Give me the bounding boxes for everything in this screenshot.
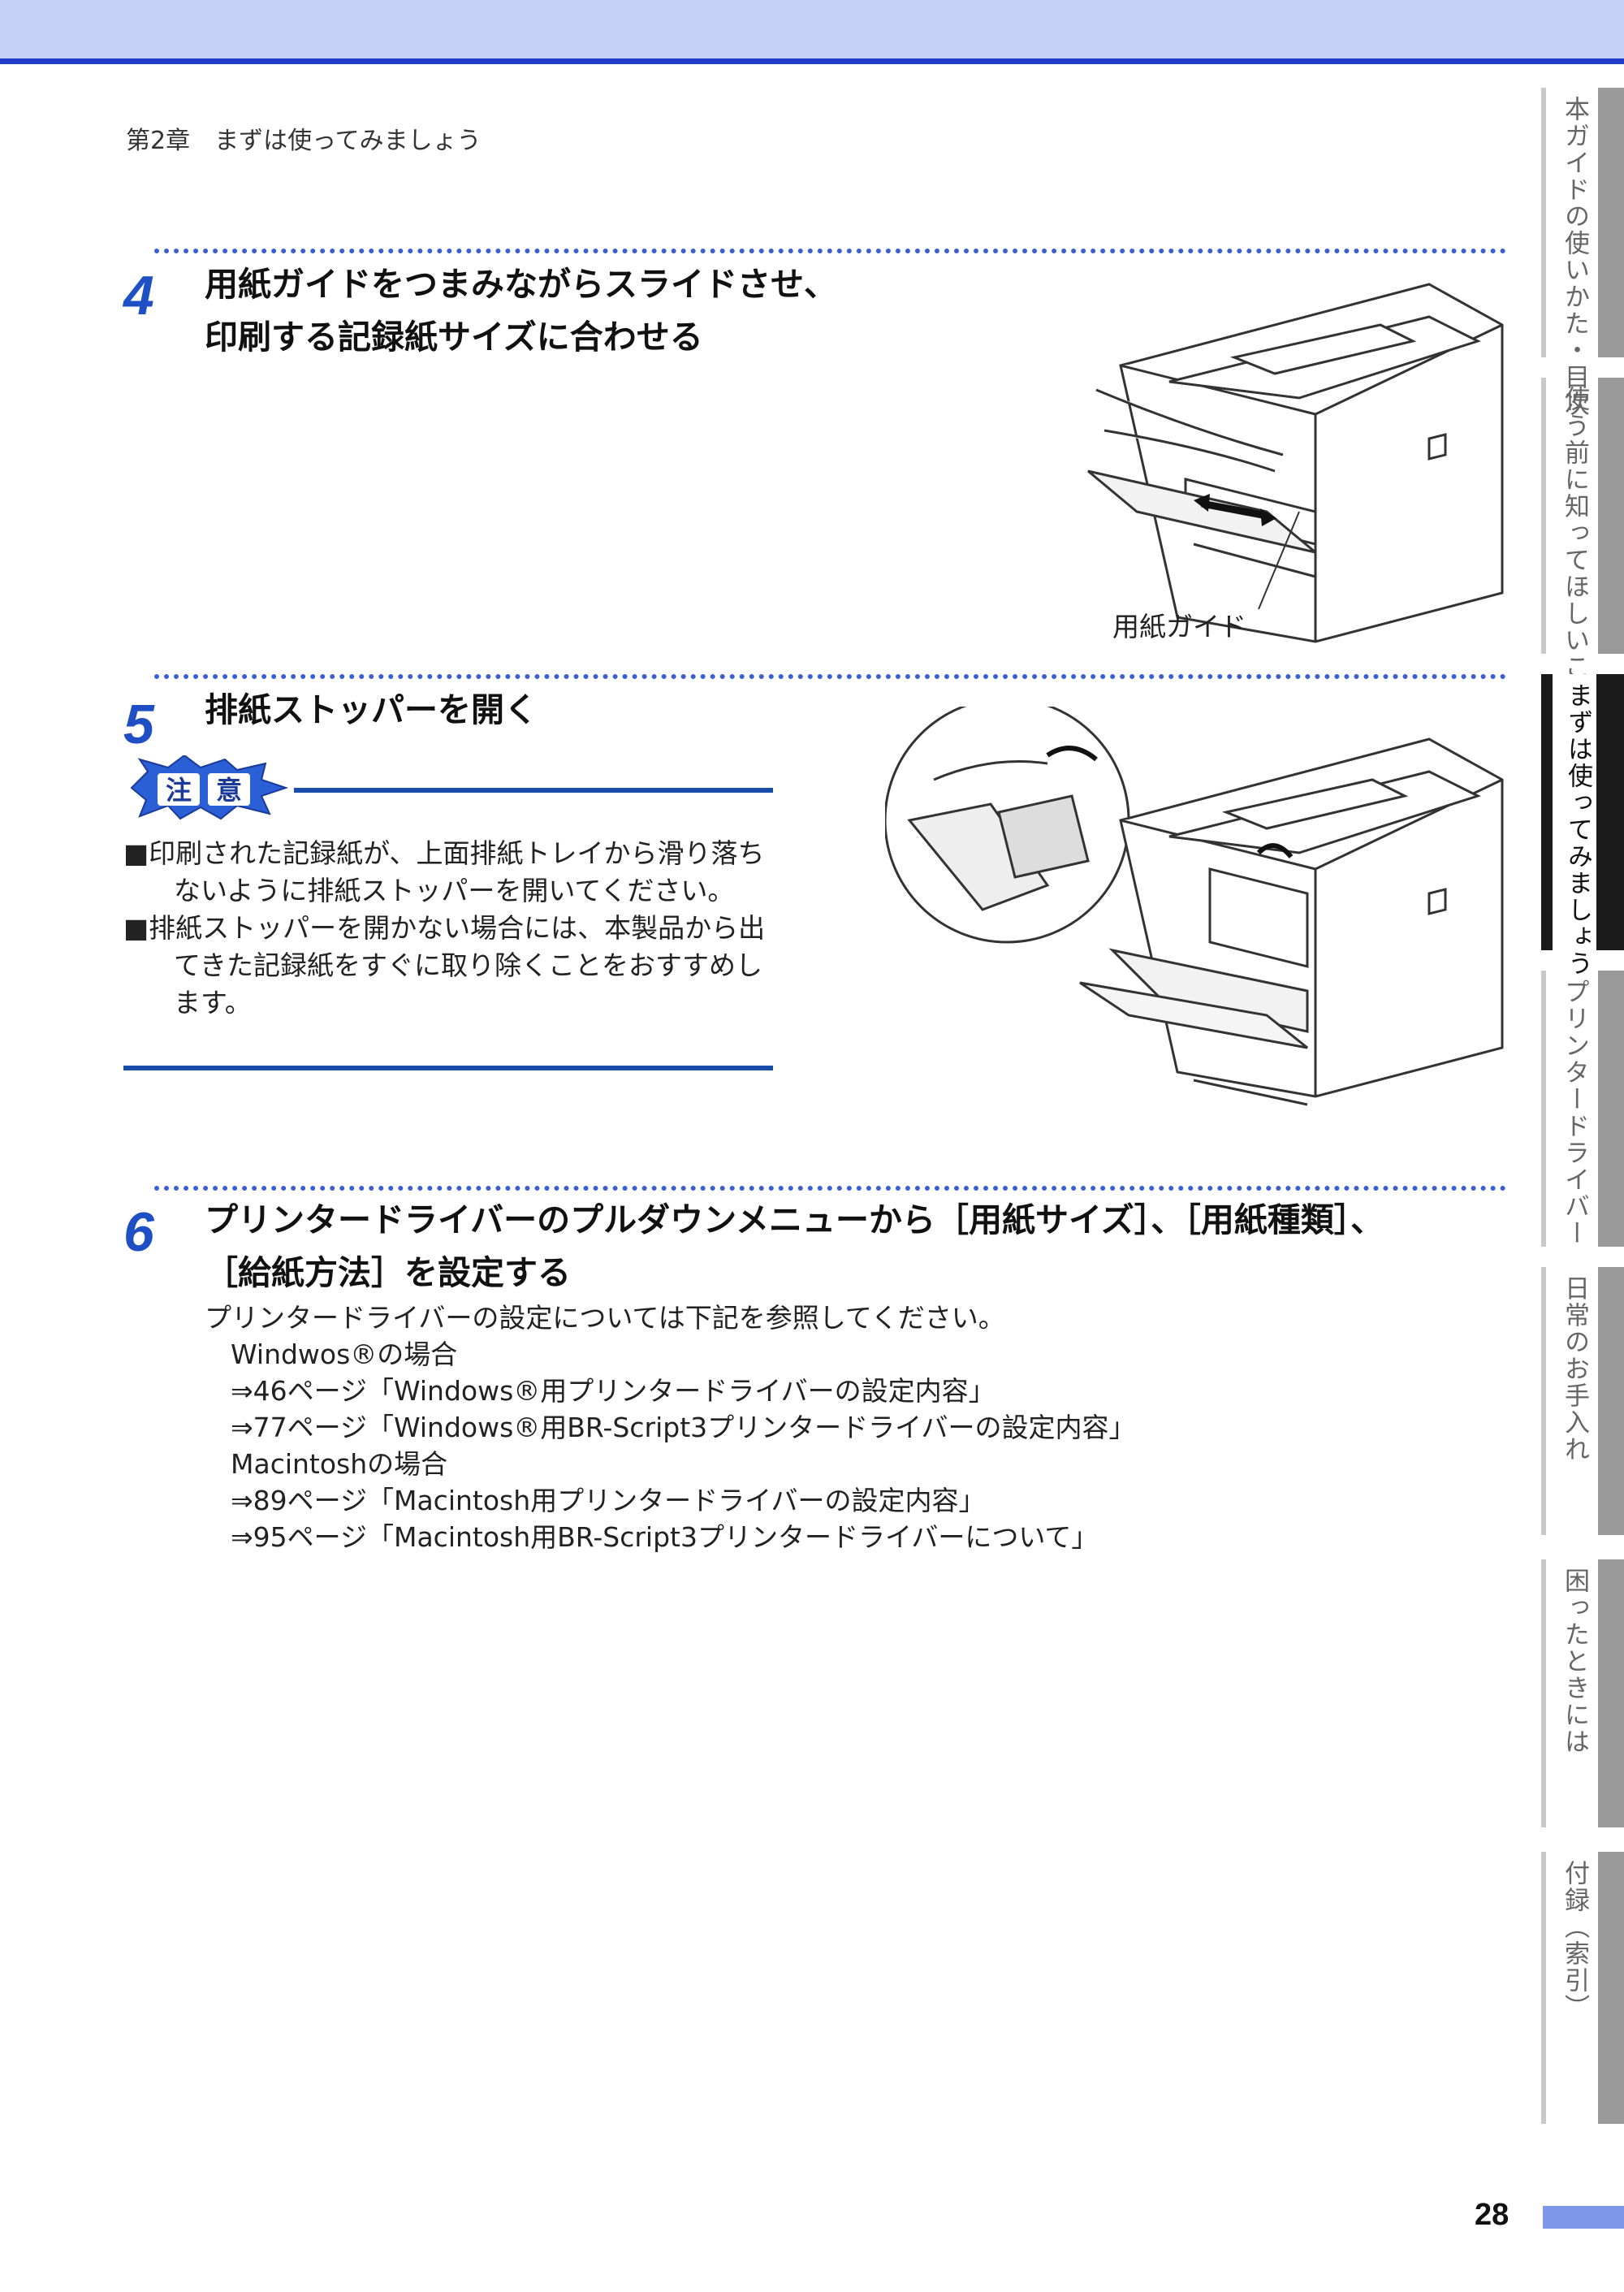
step6-divider bbox=[154, 1186, 1506, 1191]
step5-number: 5 bbox=[123, 694, 154, 755]
caution-top-rule bbox=[294, 788, 773, 793]
printer-stopper-illustration bbox=[885, 707, 1504, 1106]
mac-ref-2[interactable]: ⇒95ページ「Macintosh用BR-Script3プリンタードライバーについ… bbox=[231, 1521, 1099, 1553]
caution-item-1: ■印刷された記録紙が、上面排紙トレイから滑り落ちないように排紙ストッパーを開いて… bbox=[123, 837, 765, 906]
step5-title: 排紙ストッパーを開く bbox=[205, 690, 538, 729]
mac-heading: Macintoshの場合 bbox=[231, 1448, 448, 1480]
page-number: 28 bbox=[1475, 2198, 1510, 2232]
tab-label: 困ったときには bbox=[1560, 1568, 1589, 1755]
header-rule bbox=[0, 58, 1624, 64]
step6-intro: プリンタードライバーの設定については下記を参照してください。 bbox=[205, 1302, 1005, 1334]
chapter-title: 第2章 まずは使ってみましょう bbox=[126, 127, 482, 155]
tab-label: 本ガイドの使いかた・目次 bbox=[1560, 96, 1589, 417]
step4-divider bbox=[154, 249, 1506, 253]
caution-bottom-rule bbox=[123, 1066, 773, 1070]
header-band bbox=[0, 0, 1624, 58]
step6-number: 6 bbox=[123, 1201, 154, 1263]
tab-label: 付録（索引） bbox=[1560, 1860, 1589, 2021]
step6-title-line2: ［給紙方法］を設定する bbox=[205, 1253, 571, 1292]
caution-item-2: ■排紙ストッパーを開かない場合には、本製品から出てきた記録紙をすぐに取り除くこと… bbox=[123, 912, 766, 1018]
tab-maintenance[interactable]: 日常のお手入れ bbox=[1541, 1267, 1624, 1535]
step6-title-line1: プリンタードライバーのプルダウンメニューから［用紙サイズ］、［用紙種類］、 bbox=[205, 1200, 1384, 1239]
mac-ref-1[interactable]: ⇒89ページ「Macintosh用プリンタードライバーの設定内容」 bbox=[231, 1485, 986, 1516]
tab-guide-contents[interactable]: 本ガイドの使いかた・目次 bbox=[1541, 88, 1624, 417]
windows-ref-1[interactable]: ⇒46ページ「Windows®用プリンタードライバーの設定内容」 bbox=[231, 1375, 996, 1407]
step4-number: 4 bbox=[123, 265, 154, 327]
paper-guide-caption: 用紙ガイド bbox=[1112, 611, 1246, 642]
tab-label: 使う前に知ってほしいこと bbox=[1560, 386, 1589, 707]
tab-printer-driver[interactable]: プリンタードライバー bbox=[1541, 971, 1624, 1247]
tab-troubleshooting[interactable]: 困ったときには bbox=[1541, 1559, 1624, 1827]
printer-paper-guide-illustration bbox=[1087, 283, 1504, 643]
svg-text:注: 注 bbox=[166, 775, 192, 806]
tab-label: まずは使ってみましょう bbox=[1553, 674, 1596, 977]
tab-label: プリンタードライバー bbox=[1560, 979, 1589, 1247]
caution-burst-icon: 注 意 bbox=[130, 755, 289, 820]
step5-divider bbox=[154, 674, 1506, 679]
tab-label: 日常のお手入れ bbox=[1560, 1275, 1589, 1463]
windows-ref-2[interactable]: ⇒77ページ「Windows®用BR-Script3プリンタードライバーの設定内… bbox=[231, 1412, 1136, 1443]
caution-box: 注 意 ■印刷された記録紙が、上面排紙トレイから滑り落ちないように排紙ストッパー… bbox=[123, 755, 773, 1072]
step4-title-line1: 用紙ガイドをつまみながらスライドさせ、 bbox=[205, 265, 837, 304]
windows-heading: Windwos®の場合 bbox=[231, 1338, 458, 1370]
step4-title-line2: 印刷する記録紙サイズに合わせる bbox=[205, 318, 703, 357]
caution-text: ■印刷された記録紙が、上面排紙トレイから滑り落ちないように排紙ストッパーを開いて… bbox=[123, 835, 773, 1022]
step6-body: プリンタードライバーの設定については下記を参照してください。 Windwos®の… bbox=[205, 1300, 1135, 1555]
tab-getting-started[interactable]: まずは使ってみましょう bbox=[1541, 674, 1624, 977]
tab-appendix[interactable]: 付録（索引） bbox=[1541, 1852, 1624, 2124]
page-number-bar bbox=[1543, 2206, 1624, 2229]
svg-text:意: 意 bbox=[216, 775, 242, 806]
tab-before-use[interactable]: 使う前に知ってほしいこと bbox=[1541, 378, 1624, 707]
